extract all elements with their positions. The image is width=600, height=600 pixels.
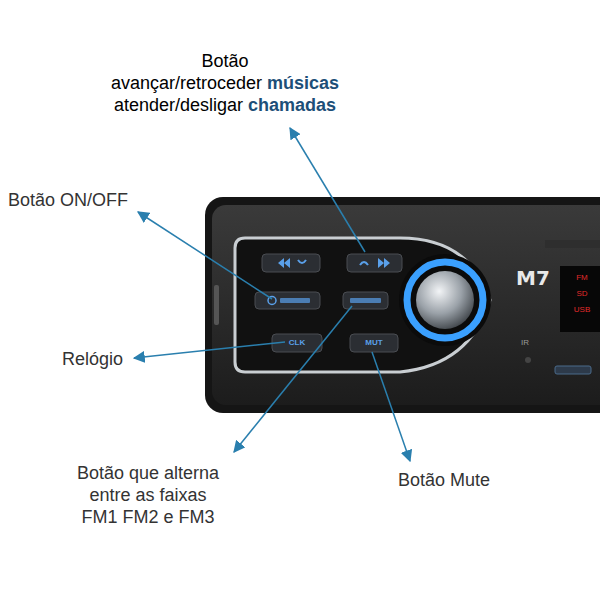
panel-notch [214,285,219,325]
callout-label: Botão Mute [398,469,490,491]
volume-knob [416,271,474,329]
band-button [343,292,388,309]
prev-button [262,254,320,272]
button-label: MUT [365,338,382,348]
display-text: SD [576,289,587,299]
slot [545,240,600,248]
callout-label: Botão [201,50,248,72]
usb-port [555,366,591,374]
leader-line [234,306,352,452]
display-text: USB [574,305,590,315]
display [560,266,600,332]
knob-ring [407,262,483,338]
callout-group: Botãoavançar/retrocedermúsicasatender/de… [60,50,390,116]
callout-label: chamadas [248,94,336,116]
leader-line [134,342,285,358]
leader-line [138,212,272,299]
sensor-label: IR [521,338,529,348]
button-label: CLK [289,338,305,348]
callout-label: músicas [267,72,339,94]
callout-label: Botão ON/OFF [8,189,128,211]
brand-logo: M7 [516,267,550,289]
front-panel [212,205,600,405]
leader-line [290,128,365,252]
callout-label: atender/desligar [114,94,243,116]
radio-body [205,197,600,413]
display-text: FM [576,273,588,283]
leader-line [372,352,410,461]
callout-label: avançar/retroceder [111,72,262,94]
button-surround [235,238,490,372]
callout-label: Botão que alterna entre as faixas FM1 FM… [72,462,224,528]
mute-button [350,334,398,352]
callout-row: atender/desligarchamadas [60,94,390,116]
callout-row: Botão [60,50,390,72]
knob-base [399,254,491,346]
callout-row: avançar/retrocedermúsicas [60,72,390,94]
callout-label: Relógio [62,348,123,370]
next-button [347,254,402,272]
